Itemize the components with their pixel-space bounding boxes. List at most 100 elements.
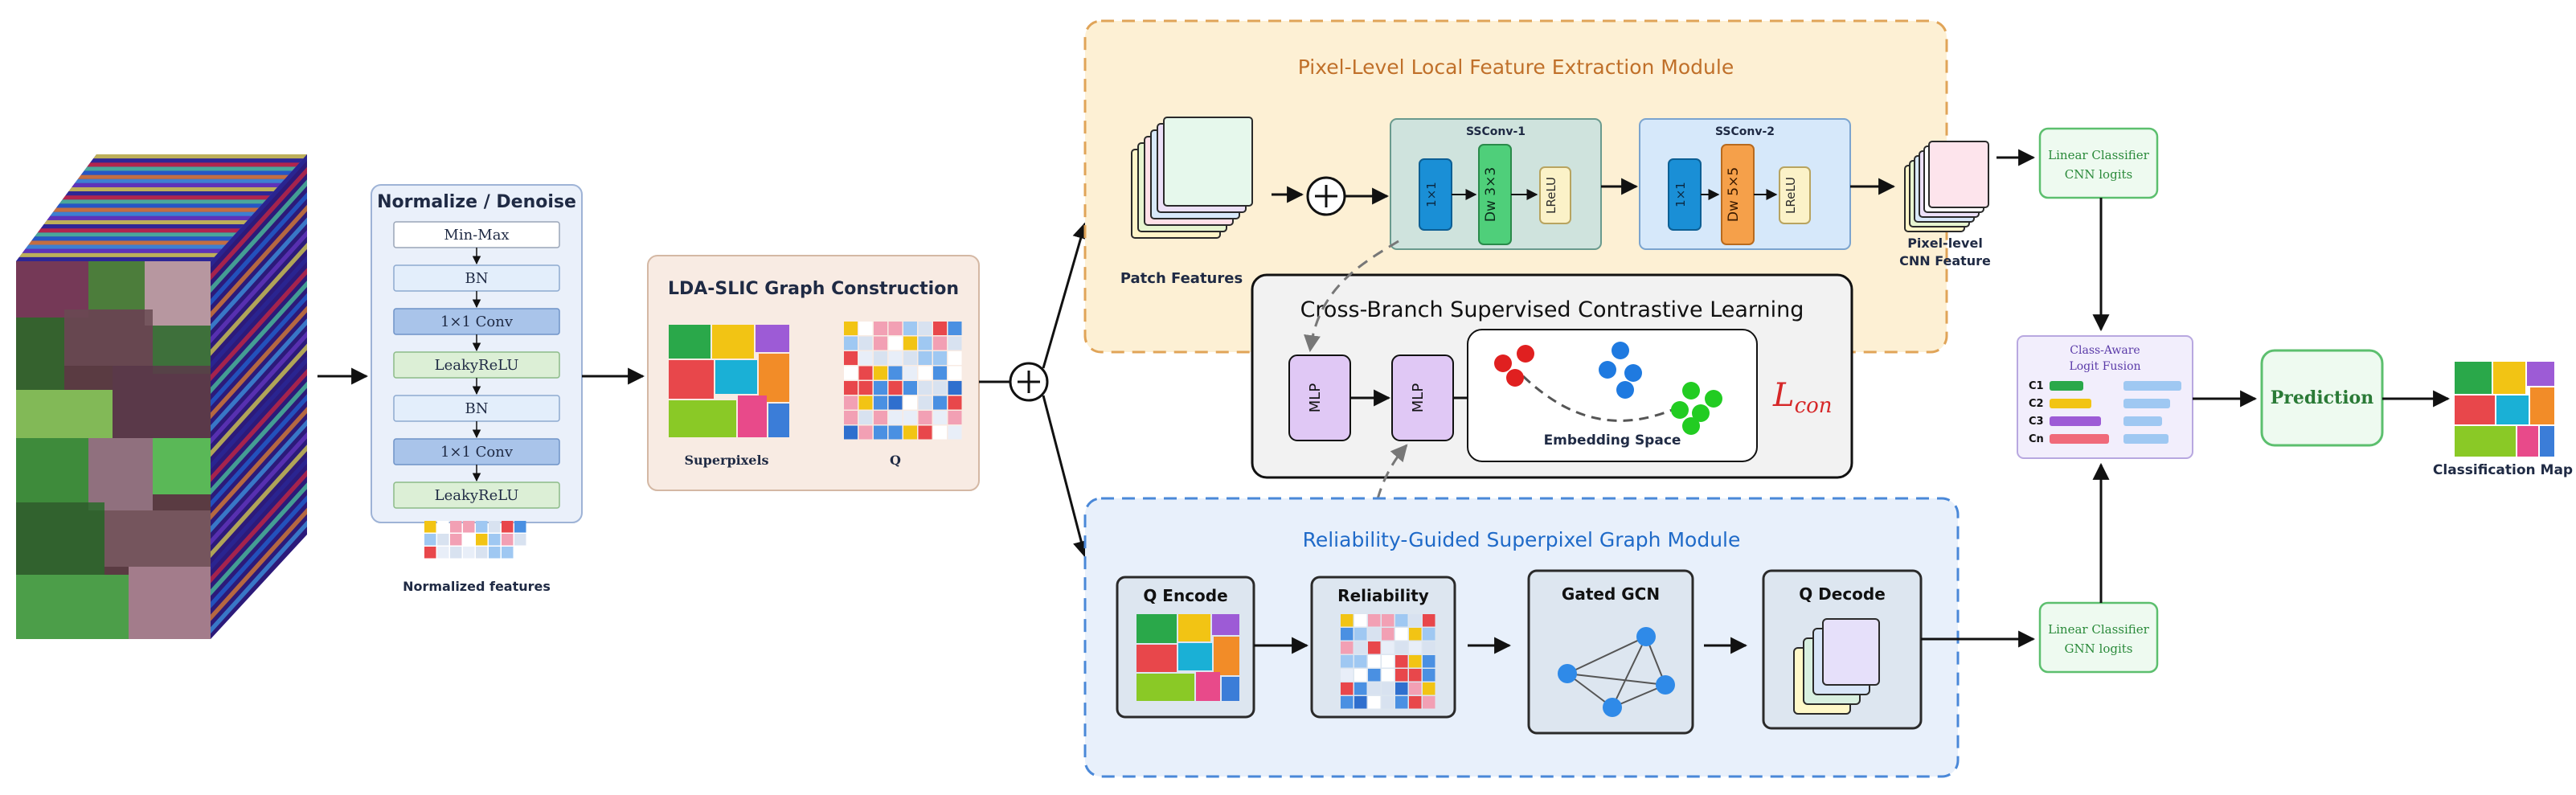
ssconv1-title: SSConv-1 xyxy=(1466,125,1526,138)
heatmap-cell xyxy=(502,534,514,546)
cube-spectral-band xyxy=(16,256,215,261)
cnn-feature-stack xyxy=(1904,141,1989,232)
mlp-label-cnn: MLP xyxy=(1307,383,1324,413)
q-matrix-cell xyxy=(844,336,858,350)
reliability-cell xyxy=(1341,628,1354,641)
cube-land-patch xyxy=(88,438,153,510)
heatmap-cell xyxy=(502,521,514,533)
cube-spectral-band xyxy=(211,166,307,281)
q-matrix-cell xyxy=(888,395,903,410)
q-matrix-cell xyxy=(903,395,917,410)
q-matrix-cell xyxy=(844,395,858,410)
cube-land-patch xyxy=(16,438,88,502)
ssconv1-lrelu-label: LReLU xyxy=(1544,177,1558,214)
graph-module-title: Reliability-Guided Superpixel Graph Modu… xyxy=(1303,528,1741,551)
ssconv1-block: SSConv-1 1×1 Dw 3×3 LReLU xyxy=(1390,118,1602,250)
preprocess-step-label: BN xyxy=(465,270,489,287)
cube-spectral-band xyxy=(211,268,307,382)
cube-spectral-band xyxy=(28,240,230,245)
cube-spectral-band xyxy=(211,494,307,609)
heatmap-cell xyxy=(424,547,436,559)
cube-land-patch xyxy=(16,575,129,639)
reliability-cell xyxy=(1395,682,1408,695)
reliability-cell xyxy=(1341,655,1354,668)
cube-spectral-band xyxy=(211,381,307,495)
q-matrix-cell xyxy=(874,395,887,410)
heatmap-cell xyxy=(502,547,514,559)
reliability-cell xyxy=(1409,696,1422,709)
reliability-cell xyxy=(1341,641,1354,654)
heatmap-cell xyxy=(450,521,462,533)
reliability-cell xyxy=(1368,641,1381,654)
q-matrix-cell xyxy=(874,411,887,424)
superpixels-mosaic xyxy=(669,325,789,437)
heatmap-cell xyxy=(463,534,475,546)
heatmap-cell xyxy=(450,534,462,546)
heatmap-cell xyxy=(489,521,501,533)
cube-spectral-band xyxy=(211,281,307,394)
gnn-classifier-label-2: GNN logits xyxy=(2065,641,2133,656)
q-matrix-cell xyxy=(844,322,858,335)
reliability-cell xyxy=(1423,696,1435,709)
cube-land-patch xyxy=(16,502,104,575)
q-matrix-cell xyxy=(874,336,887,350)
cube-spectral-band xyxy=(211,242,307,356)
cube-land-patch xyxy=(16,261,88,318)
reliability-cell xyxy=(1368,696,1381,709)
gated-gcn-label: Gated GCN xyxy=(1562,584,1660,604)
reliability-cell xyxy=(1368,669,1381,682)
heatmap-cell xyxy=(514,534,526,546)
reliability-cell xyxy=(1382,641,1394,654)
ssconv2-block: SSConv-2 1×1 Dw 5×5 LReLU xyxy=(1639,118,1851,250)
cube-spectral-band xyxy=(50,211,256,216)
q-matrix-cell xyxy=(858,366,873,380)
heatmap-cell xyxy=(476,521,488,533)
cube-land-patch xyxy=(16,318,64,390)
residual-add-node xyxy=(1306,176,1346,216)
cube-spectral-band xyxy=(72,182,281,187)
contrastive-learning-panel: Cross-Branch Supervised Contrastive Lear… xyxy=(1251,273,1853,479)
cube-spectral-band xyxy=(53,207,260,212)
patch-features-label: Patch Features xyxy=(1120,270,1243,287)
cube-spectral-band xyxy=(68,186,278,192)
q-matrix-cell xyxy=(948,425,962,440)
mlp-label-gnn: MLP xyxy=(1410,383,1427,413)
q-matrix-cell xyxy=(933,411,947,424)
heatmap-cell xyxy=(437,521,449,533)
q-matrix-cell xyxy=(948,395,962,410)
q-matrix-cell xyxy=(844,425,858,440)
q-decode-label: Q Decode xyxy=(1799,584,1886,604)
cube-land-patch xyxy=(153,438,211,494)
q-label: Q xyxy=(890,453,901,468)
reliability-cell xyxy=(1409,614,1422,627)
superpixels-label: Superpixels xyxy=(684,453,768,468)
reliability-cell xyxy=(1409,655,1422,668)
lda-slic-panel: LDA-SLIC Graph Construction Superpixels … xyxy=(647,255,980,491)
q-matrix-cell xyxy=(903,351,917,365)
cube-spectral-band xyxy=(59,199,267,204)
q-matrix-cell xyxy=(948,381,962,395)
q-matrix-cell xyxy=(888,366,903,380)
heatmap-cell xyxy=(476,547,488,559)
cube-spectral-band xyxy=(90,158,304,163)
contrastive-title: Cross-Branch Supervised Contrastive Lear… xyxy=(1300,297,1804,322)
cube-spectral-band xyxy=(211,469,307,584)
reliability-cell xyxy=(1382,614,1394,627)
q-matrix-cell xyxy=(874,425,887,440)
q-matrix-cell xyxy=(933,425,947,440)
ssconv2-lrelu-label: LReLU xyxy=(1784,177,1798,214)
cube-spectral-band xyxy=(80,170,293,175)
cnn-classifier-label-2: CNN logits xyxy=(2065,167,2132,182)
ssconv1-depthwise-label: Dw 3×3 xyxy=(1483,167,1499,222)
cube-spectral-band xyxy=(211,482,307,596)
q-matrix-cell xyxy=(933,395,947,410)
cube-spectral-band xyxy=(87,162,300,167)
cube-spectral-band xyxy=(211,407,307,520)
cube-spectral-band xyxy=(211,293,307,407)
reliability-cell xyxy=(1395,614,1408,627)
q-matrix-cell xyxy=(933,322,947,335)
ssconv1-lrelu-block xyxy=(1539,166,1571,224)
q-matrix-cell xyxy=(918,411,932,424)
heatmap-cell xyxy=(437,534,449,546)
